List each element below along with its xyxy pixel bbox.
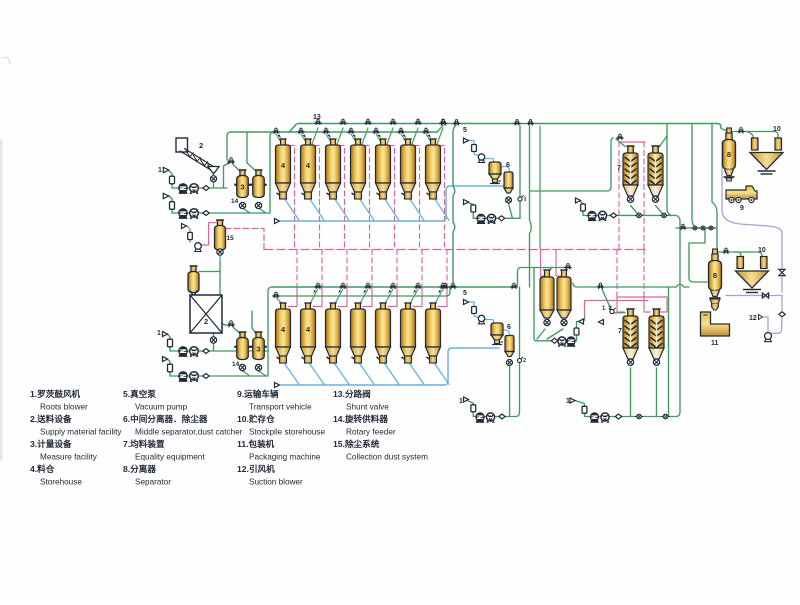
svg-text:9: 9 <box>740 205 744 212</box>
svg-text:Supply material facility: Supply material facility <box>40 428 122 437</box>
svg-text:12: 12 <box>749 315 757 322</box>
svg-text:11.包装机: 11.包装机 <box>237 438 275 449</box>
svg-text:Measure facility: Measure facility <box>40 453 98 462</box>
svg-text:8.分离器: 8.分离器 <box>123 463 156 474</box>
svg-text:4: 4 <box>281 325 286 334</box>
svg-text:2.送料设备: 2.送料设备 <box>30 413 72 424</box>
svg-text:Collection dust system: Collection dust system <box>346 453 428 462</box>
svg-text:11: 11 <box>711 340 719 347</box>
svg-text:5.真空泵: 5.真空泵 <box>123 388 156 399</box>
svg-text:4: 4 <box>306 161 311 170</box>
svg-text:10: 10 <box>758 247 766 254</box>
svg-text:Suction blower: Suction blower <box>249 478 303 487</box>
svg-text:Packaging machine: Packaging machine <box>249 453 321 462</box>
svg-text:Vacuum pump: Vacuum pump <box>135 403 188 412</box>
svg-text:10: 10 <box>773 126 781 133</box>
svg-text:3: 3 <box>240 183 244 192</box>
svg-text:Rotary feeder: Rotary feeder <box>346 428 396 437</box>
svg-text:7: 7 <box>617 165 621 172</box>
svg-text:Shunt valve: Shunt valve <box>346 403 389 412</box>
svg-text:5: 5 <box>463 290 467 297</box>
svg-text:2: 2 <box>204 317 208 326</box>
svg-text:6.中间分离器．除尘器: 6.中间分离器．除尘器 <box>123 413 208 424</box>
svg-text:1: 1 <box>459 398 463 405</box>
svg-text:Equality equipment: Equality equipment <box>135 453 205 462</box>
svg-text:14.旋转供料器: 14.旋转供料器 <box>333 413 388 424</box>
svg-text:3.计量设备: 3.计量设备 <box>30 438 72 449</box>
svg-text:13: 13 <box>313 114 321 121</box>
svg-text:1: 1 <box>524 197 527 203</box>
svg-text:1: 1 <box>157 330 161 337</box>
svg-text:6: 6 <box>506 162 510 169</box>
svg-text:3: 3 <box>256 345 260 354</box>
svg-text:8: 8 <box>727 150 731 159</box>
svg-text:Separator: Separator <box>135 478 171 487</box>
svg-text:Storehouse: Storehouse <box>40 478 82 487</box>
svg-text:Transport vehicle: Transport vehicle <box>249 403 312 412</box>
svg-text:1: 1 <box>602 306 606 312</box>
svg-text:7.均料装置: 7.均料装置 <box>123 438 165 449</box>
svg-text:6: 6 <box>507 324 511 331</box>
svg-text:12.引风机: 12.引风机 <box>237 463 275 474</box>
svg-text:Middle separator,dust catcher: Middle separator,dust catcher <box>135 428 243 437</box>
svg-text:14: 14 <box>232 361 240 368</box>
svg-text:14: 14 <box>231 198 239 205</box>
svg-text:Roots blower: Roots blower <box>40 403 88 412</box>
svg-text:15: 15 <box>227 235 235 242</box>
svg-text:13.分路阀: 13.分路阀 <box>333 388 371 399</box>
svg-text:2: 2 <box>523 358 526 364</box>
svg-text:5: 5 <box>463 127 467 134</box>
svg-text:10.贮存仓: 10.贮存仓 <box>237 413 275 424</box>
svg-text:1: 1 <box>566 398 570 405</box>
svg-text:4: 4 <box>281 161 286 170</box>
svg-text:9.运输车辆: 9.运输车辆 <box>237 388 279 399</box>
svg-text:2: 2 <box>199 141 203 150</box>
svg-text:1: 1 <box>158 167 162 174</box>
svg-text:4: 4 <box>306 325 311 334</box>
svg-text:1.罗茨鼓风机: 1.罗茨鼓风机 <box>30 388 81 399</box>
svg-text:8: 8 <box>713 271 717 280</box>
svg-text:4.料仓: 4.料仓 <box>30 463 55 474</box>
svg-text:Stockpile storehouse: Stockpile storehouse <box>249 428 325 437</box>
svg-text:15.除尘系统: 15.除尘系统 <box>333 438 380 449</box>
svg-text:2: 2 <box>609 306 613 312</box>
svg-text:7: 7 <box>618 328 622 335</box>
